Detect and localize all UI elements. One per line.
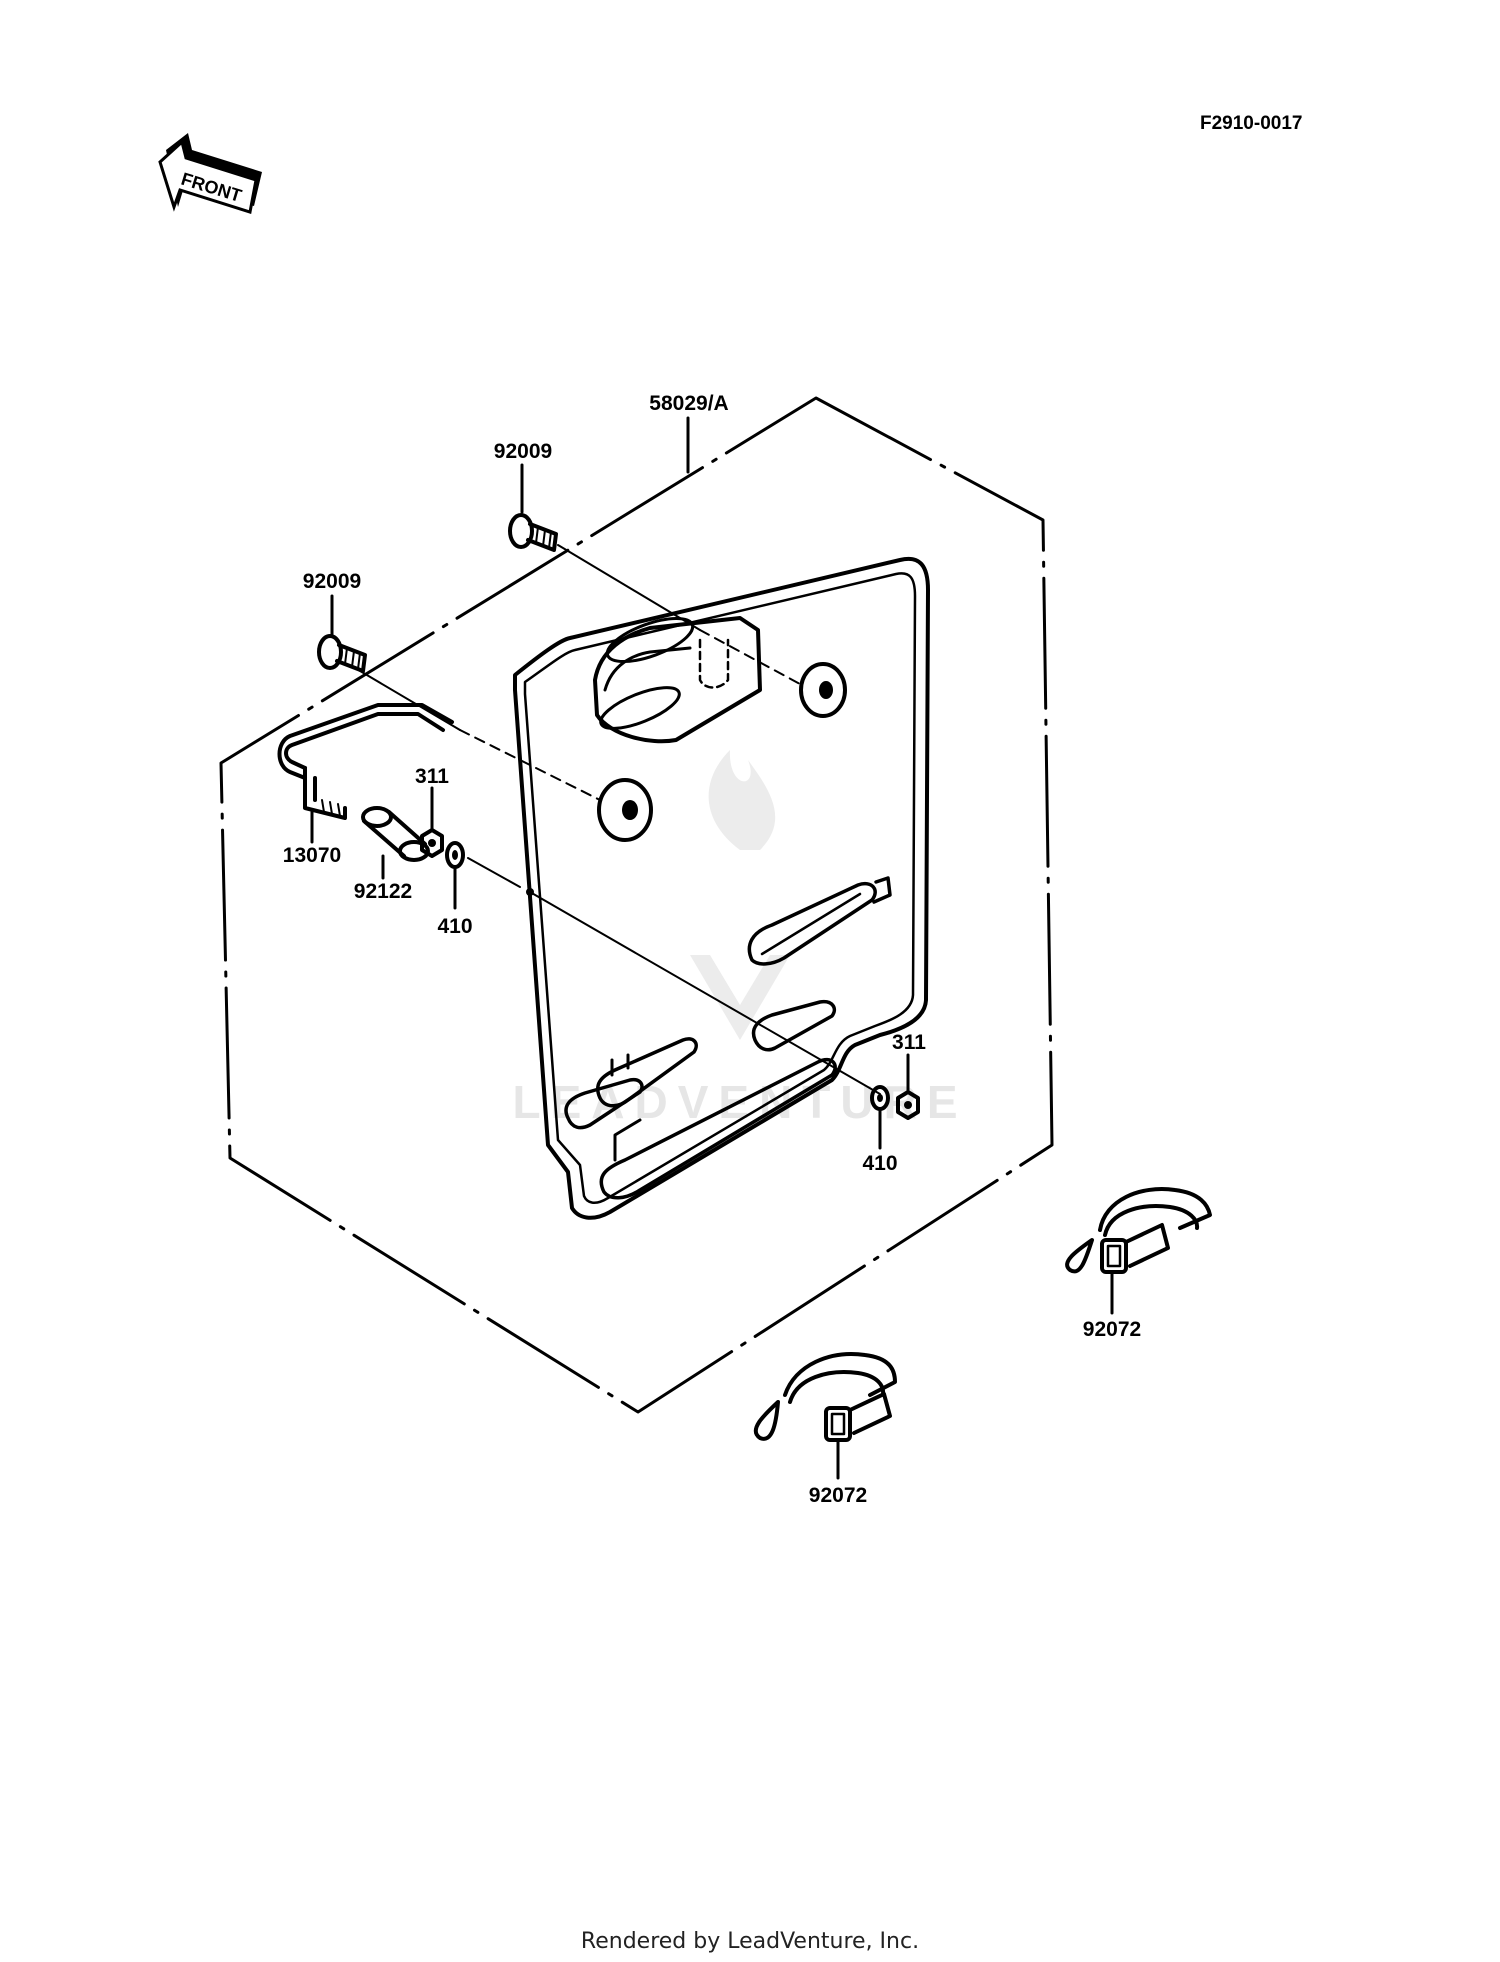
- label-bracket: 13070: [283, 844, 341, 867]
- grommet-upper: [799, 662, 847, 718]
- spacer-92122: [361, 806, 430, 862]
- plate-mounting-loop: [593, 616, 762, 744]
- label-band-upper: 92072: [1083, 1318, 1141, 1341]
- washer-left-410: [445, 841, 465, 869]
- assembly-guide-lines: [354, 544, 881, 1095]
- label-bolt-upper: 92009: [494, 440, 552, 463]
- band-lower-92072: [753, 1352, 897, 1442]
- bolt-upper-92009: [508, 513, 558, 552]
- grommet-lower: [597, 778, 653, 842]
- watermark: LEADVENTURE: [512, 750, 967, 1128]
- number-plate-outline: [513, 556, 930, 1220]
- label-nut-left: 311: [415, 765, 449, 788]
- nut-right-311: [896, 1090, 920, 1120]
- flame-watermark-icon: [708, 750, 776, 850]
- label-band-lower: 92072: [809, 1484, 867, 1507]
- number-plate-inner-edge: [523, 572, 917, 1204]
- label-nut-right: 311: [892, 1031, 926, 1054]
- label-spacer: 92122: [354, 880, 412, 903]
- label-number-plate: 58029/A: [649, 392, 728, 415]
- watermark-text: LEADVENTURE: [512, 1076, 967, 1128]
- leader-lines: [310, 416, 1114, 1480]
- plate-slots: [564, 876, 892, 1200]
- label-washer-right: 410: [862, 1152, 897, 1175]
- footer-credit: Rendered by LeadVenture, Inc.: [581, 1929, 919, 1954]
- band-upper-92072: [1065, 1187, 1212, 1274]
- label-washer-left: 410: [437, 915, 472, 938]
- bracket-13070: [277, 703, 454, 820]
- assembly-boundary: [219, 396, 1054, 1414]
- bolt-lower-92009: [317, 634, 367, 673]
- diagram-code: F2910-0017: [1200, 113, 1302, 134]
- label-bolt-lower: 92009: [303, 570, 361, 593]
- v-watermark-icon: [690, 955, 790, 1040]
- front-arrow-icon: FRONT: [158, 133, 262, 214]
